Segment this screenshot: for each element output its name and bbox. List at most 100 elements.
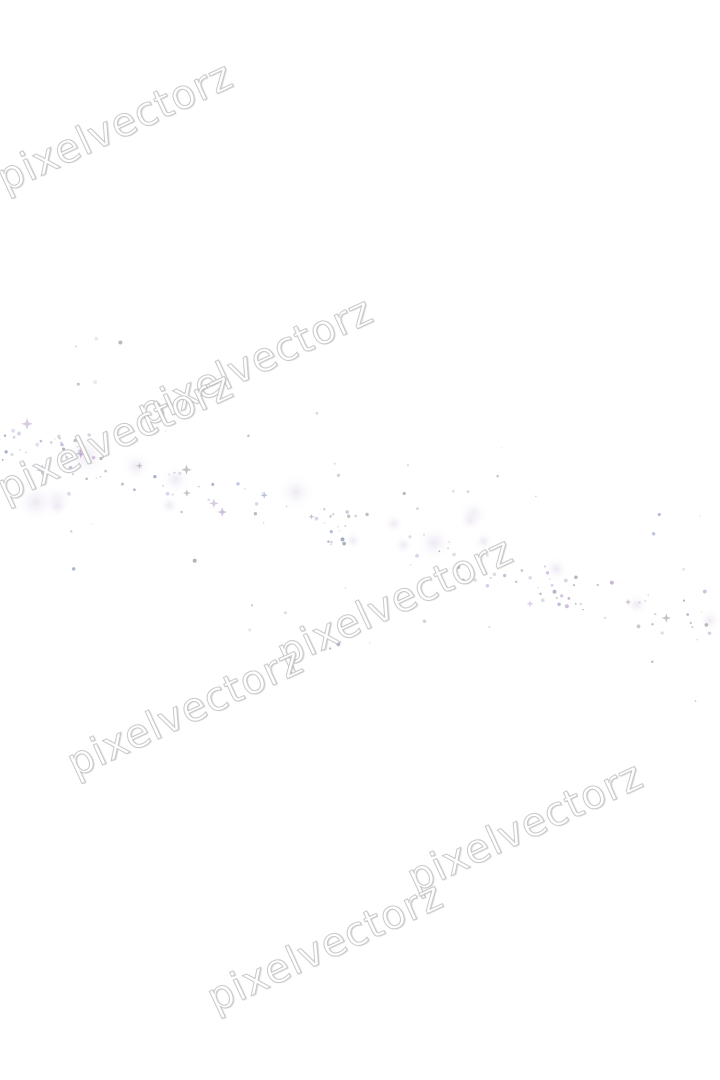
sparkle-dot [165, 429, 167, 432]
sparkle-dot [557, 602, 561, 607]
sparkle-dot [644, 600, 647, 602]
sparkle-dot [165, 491, 170, 496]
sparkle-dot [638, 601, 641, 604]
sparkle-dot [451, 489, 455, 493]
sparkle-dot [555, 596, 558, 600]
sparkle-dot [60, 443, 64, 447]
sparkle-dot [365, 512, 369, 517]
glow-spot [160, 464, 191, 495]
sparkle-dot [528, 575, 533, 580]
sparkle-dot [99, 456, 103, 461]
sparkle-dot [66, 460, 70, 463]
sparkle-dot [39, 439, 43, 443]
sparkle-star [136, 462, 143, 470]
sparkle-dot [681, 567, 686, 571]
sparkle-dot [651, 660, 654, 663]
glow-spot [393, 534, 414, 556]
sparkle-dot [91, 456, 96, 460]
sparkle-dot [552, 589, 557, 594]
sparkle-dot [704, 623, 709, 627]
sparkle-dot [60, 441, 63, 444]
sparkle-dot [701, 611, 703, 613]
sparkle-dot [416, 507, 419, 510]
sparkle-dot [682, 599, 686, 602]
sparkle-dot [25, 451, 27, 454]
sparkle-dot [3, 434, 7, 437]
sparkle-dot [452, 552, 456, 557]
sparkle-dot [4, 450, 8, 454]
sparkle-dot [448, 541, 451, 543]
sparkle-dot [486, 554, 489, 557]
sparkle-dot [694, 700, 697, 703]
sparkle-dot [660, 631, 664, 635]
sparkle-dot [94, 336, 99, 341]
sparkle-dot [167, 473, 170, 476]
sparkle-dot [71, 473, 74, 476]
glow-spot [543, 556, 570, 582]
sparkle-dot [248, 628, 252, 632]
sparkle-dot [636, 624, 641, 629]
sparkle-dot [696, 638, 698, 641]
glow-spot [383, 513, 405, 534]
glow-spot [46, 495, 69, 518]
sparkle-star [75, 448, 86, 459]
sparkle-dot [345, 510, 349, 514]
sparkle-dot [567, 596, 571, 600]
sparkle-dot [540, 598, 545, 603]
sparkle-dot [338, 530, 341, 532]
sparkle-dot [192, 558, 197, 563]
sparkle-dot [1, 458, 4, 461]
sparkle-dot [71, 567, 76, 571]
sparkle-dot [492, 572, 497, 576]
sparkle-dot [535, 495, 537, 497]
sparkle-dot [236, 482, 240, 486]
sparkle-dot [647, 594, 650, 597]
sparkle-dot [102, 456, 105, 458]
sparkle-dot [686, 613, 689, 616]
glow-spot [276, 473, 315, 512]
sparkle-dot [93, 380, 97, 384]
sparkle-dot [564, 604, 569, 609]
sparkle-dot [545, 571, 550, 575]
sparkle-dot [251, 604, 253, 607]
sparkle-dot [87, 433, 91, 437]
sparkle-dot [247, 434, 250, 438]
sparkle-dot [408, 535, 412, 539]
sparkle-dot [85, 477, 88, 481]
sparkle-dot [699, 515, 701, 517]
glow-spot [458, 509, 482, 532]
sparkle-dot [515, 580, 518, 583]
sparkle-dot [369, 642, 371, 644]
glow-spot [343, 530, 363, 551]
sparkle-dot [11, 428, 16, 433]
sparkle-dot [95, 477, 97, 479]
sparkle-dot [315, 411, 319, 415]
sparkle-dot [329, 515, 332, 518]
sparkle-dot [582, 608, 584, 611]
sparkle-dot [57, 434, 61, 439]
sparkle-dot [243, 487, 246, 490]
sparkle-dot [651, 622, 654, 626]
sparkle-dot [574, 575, 578, 580]
sparkle-dot [560, 594, 564, 598]
sparkle-dot [651, 532, 656, 536]
sparkle-dot [574, 602, 577, 605]
sparkle-dot [84, 453, 89, 458]
sparkle-dot [323, 522, 326, 525]
sparkle-dot [120, 482, 124, 486]
sparkle-dot [19, 448, 22, 451]
sparkle-dot [104, 469, 107, 473]
sparkle-dot [488, 625, 491, 629]
sparkle-dot [447, 547, 449, 550]
sparkle-dot [653, 612, 657, 616]
sparkle-dot [596, 583, 599, 587]
sparkle-dot [70, 530, 73, 533]
sparkle-dot [544, 565, 547, 568]
sparkle-star [209, 498, 219, 509]
sparkle-star [308, 513, 315, 520]
sparkle-dot [153, 474, 157, 479]
sparkle-dot [456, 565, 461, 569]
sparkle-dot [99, 475, 102, 478]
